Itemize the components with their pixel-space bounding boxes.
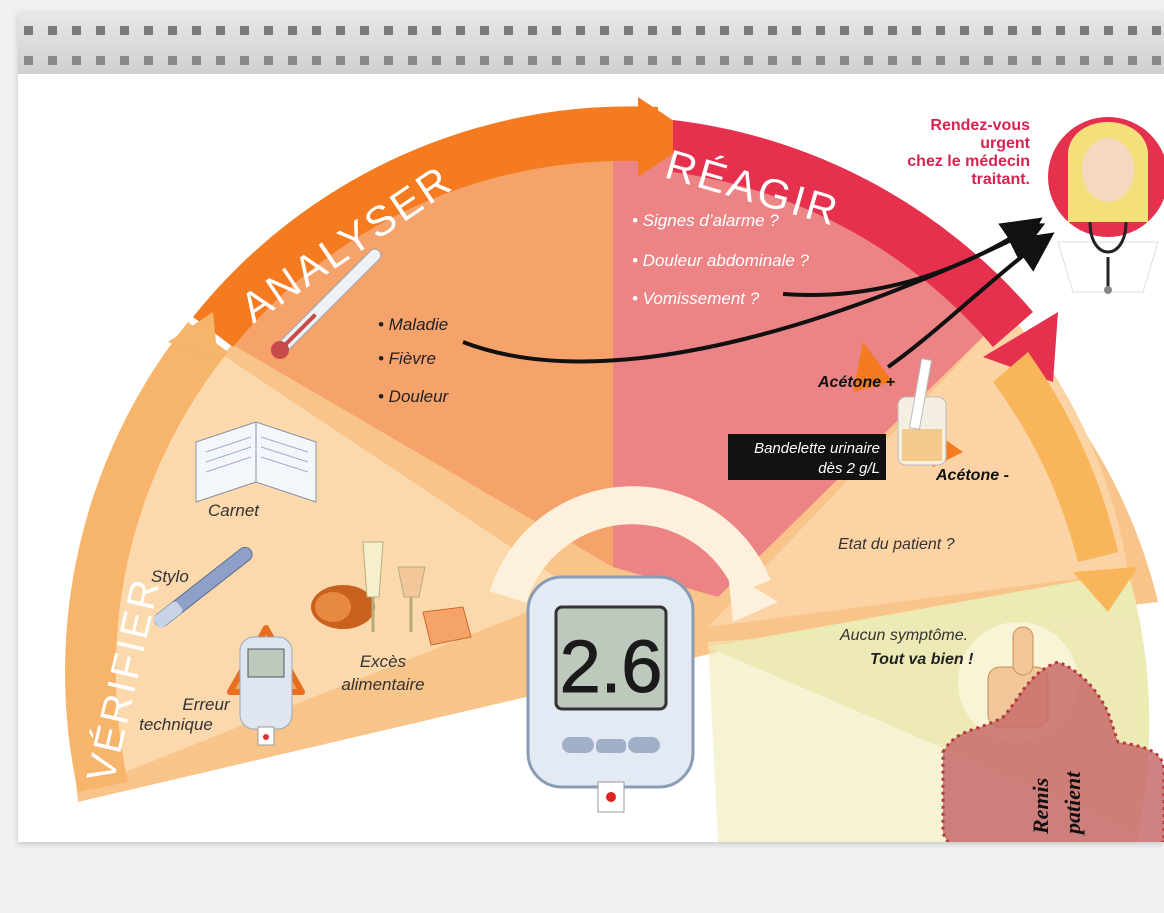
etat-label: Etat du patient ? — [838, 536, 955, 553]
diagram-card: VÉRIFIER ANALYSER RÉAGIR — [18, 12, 1164, 842]
carnet-label: Carnet — [208, 501, 260, 520]
verifier-arrowhead — [168, 312, 218, 362]
reagir-item-1: • Signes d’alarme ? — [632, 211, 779, 230]
remis-patient-stamp — [941, 660, 1164, 842]
etat-band — [993, 352, 1118, 562]
analyser-item-1: • Maladie — [378, 315, 448, 334]
analyser-band — [193, 106, 658, 347]
urgent-line-2: urgent — [980, 135, 1030, 152]
urgent-note: Rendez-vous urgent chez le médecin trait… — [907, 117, 1030, 188]
etat-arrowhead — [1073, 567, 1138, 612]
reagir-item-2: • Douleur abdominale ? — [632, 251, 810, 270]
exces-label-1: Excès — [360, 652, 407, 671]
cycle-arrow — [489, 486, 771, 603]
thermometer-icon — [271, 248, 382, 359]
tout-va-bien-label: Tout va bien ! — [870, 651, 974, 668]
acetone-minus-label: Acétone - — [935, 467, 1009, 484]
meter-reading: 2.6 — [560, 625, 663, 708]
analyser-arrowhead — [638, 97, 698, 177]
urgent-line-3: chez le médecin — [907, 153, 1030, 170]
carnet-icon — [195, 421, 317, 503]
verifier-band — [65, 322, 228, 792]
erreur-label-2: technique — [139, 715, 213, 734]
glucose-meter — [526, 575, 695, 813]
diagram-svg: VÉRIFIER ANALYSER RÉAGIR — [18, 12, 1164, 842]
cycle-arrowhead — [728, 572, 778, 622]
stamp-line-1: Remis — [1028, 778, 1053, 835]
stamp-line-2: patient — [1060, 771, 1085, 836]
aucun-label: Aucun symptôme. — [839, 627, 968, 644]
urgent-line-4: traitant. — [971, 171, 1030, 188]
arrow-acetone-medecin — [886, 232, 1055, 369]
small-meter-icon — [239, 636, 293, 746]
analyser-item-3: • Douleur — [378, 387, 450, 406]
exces-label-2: alimentaire — [341, 675, 424, 694]
acetone-plus-label: Acétone + — [817, 374, 895, 391]
bandelette-box: Bandelette urinaire dès 2 g/L — [728, 434, 886, 480]
reagir-arrowhead — [983, 312, 1058, 382]
urine-cup-icon — [897, 358, 947, 466]
acetone-up-arrow — [853, 342, 893, 392]
analyser-item-2: • Fièvre — [378, 349, 436, 368]
food-icon — [311, 541, 472, 646]
analyser-sector — [228, 122, 613, 567]
spiral-rings — [18, 12, 1164, 74]
doctor-avatar — [1048, 117, 1164, 294]
stylo-icon — [153, 546, 253, 628]
stylo-label: Stylo — [151, 567, 189, 586]
urgent-line-1: Rendez-vous — [930, 117, 1030, 134]
bandelette-line-1: Bandelette urinaire — [754, 440, 880, 457]
erreur-label-1: Erreur — [182, 695, 231, 714]
bandelette-line-2: dès 2 g/L — [818, 460, 880, 477]
reagir-item-3: • Vomissement ? — [632, 289, 760, 308]
reagir-band — [673, 120, 1033, 347]
